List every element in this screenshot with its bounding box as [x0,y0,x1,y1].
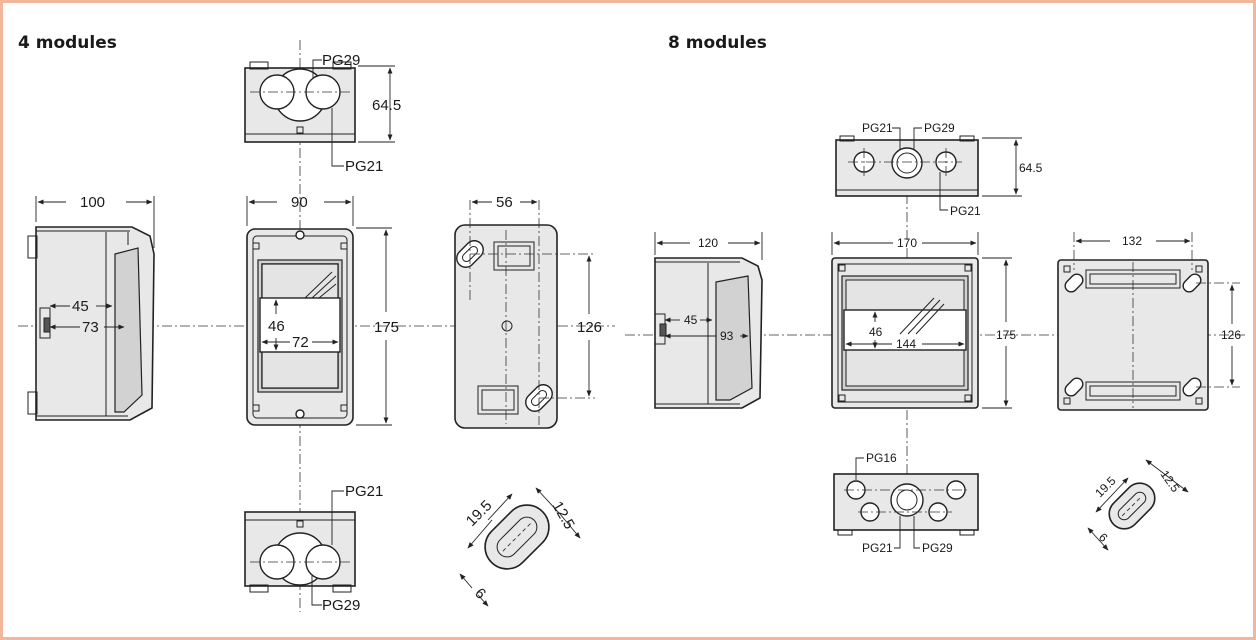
pg-label-top-4: PG29 [322,52,360,69]
dim-slot-b-4: 12.5 [549,499,578,533]
pg-label-bottom-bottom-4: PG29 [322,597,360,614]
section-title-8-modules: 8 modules [668,33,767,53]
dim-rear-height-8: 126 [1221,328,1241,342]
pg-label-top-right-8: PG29 [924,121,955,135]
dim-slot-a-8: 19.5 [1092,473,1119,500]
dim-front-width-4: 90 [291,194,308,211]
slot-detail-4: 19.5 12.5 6 [459,487,581,607]
pg-label-top-bottom-8: PG21 [950,204,981,218]
dim-slot-c-4: 6 [471,585,489,603]
pg-label-top-bottom-4: PG21 [345,158,383,175]
dim-rear-height-4: 126 [577,319,602,336]
dim-side-73-4: 73 [82,319,99,336]
front-view-8: 170 175 46 144 [831,232,1016,409]
bottom-view-4: PG21 PG29 [244,483,383,614]
front-view-4: 90 175 46 72 [246,194,399,426]
dim-rear-width-4: 56 [496,194,513,211]
dim-front-46-8: 46 [869,325,883,339]
dim-side-width-4: 100 [80,194,105,211]
rear-view-4: 56 126 [454,194,602,429]
dim-front-72-4: 72 [292,334,309,351]
pg-label-bottom-top-8: PG16 [866,451,897,465]
bottom-view-8: PG16 PG21 PG29 [833,451,979,555]
dim-side-45-4: 45 [72,298,89,315]
side-view-4: 100 45 73 [27,194,155,421]
rear-view-8: 132 126 [1057,232,1241,411]
pg-label-top-left-8: PG21 [862,121,893,135]
dim-slot-c-8: 6 [1096,530,1111,545]
dim-front-46-4: 46 [268,318,285,335]
dim-front-height-4: 175 [374,319,399,336]
top-view-8: 64.5 PG21 PG29 PG21 [835,121,1043,218]
dim-top-height-4: 64.5 [372,97,401,114]
dim-top-height-8: 64.5 [1019,161,1043,175]
dim-side-45-8: 45 [684,313,698,327]
section-4-modules: 4 modules 64.5 PG29 PG21 [18,33,615,614]
dim-front-144-8: 144 [896,337,916,351]
dim-front-height-8: 175 [996,328,1016,342]
top-view-4: 64.5 PG29 PG21 [244,52,401,175]
dim-side-width-8: 120 [698,236,718,250]
pg-label-bottom-top-4: PG21 [345,483,383,500]
dim-front-width-8: 170 [897,236,917,250]
dim-rear-width-8: 132 [1122,234,1142,248]
section-8-modules: 8 modules 64.5 PG21 PG29 PG2 [625,33,1245,555]
section-title-4-modules: 4 modules [18,33,117,53]
pg-label-bottom-right-8: PG29 [922,541,953,555]
pg-label-bottom-left-8: PG21 [862,541,893,555]
slot-detail-8: 19.5 12.5 6 [1087,459,1189,551]
side-view-8: 120 45 93 [654,232,763,409]
dim-side-93-8: 93 [720,329,734,343]
dim-slot-a-4: 19.5 [463,497,496,530]
